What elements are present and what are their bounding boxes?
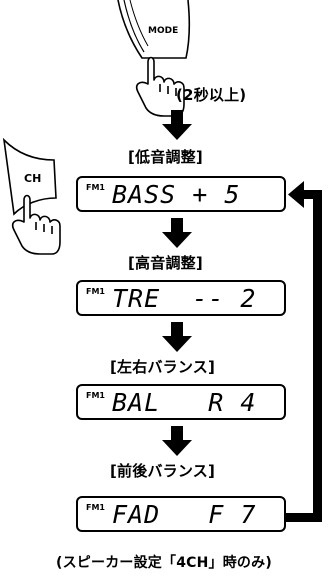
- fm-band-indicator: FM1: [86, 391, 105, 400]
- down-arrow-icon: [162, 426, 192, 456]
- ch-button: [2, 137, 57, 216]
- mode-button-label: MODE: [148, 26, 179, 36]
- lcd-readout: TRE -- 2: [112, 284, 257, 313]
- pressing-hand-icon: [11, 194, 61, 255]
- step-title-treble: [高音調整]: [128, 254, 203, 272]
- lcd-display-balance: FM1 BAL R 4: [76, 384, 286, 420]
- lcd-display-bass: FM1 BASS + 5: [76, 176, 286, 212]
- lcd-readout: BAL R 4: [112, 388, 257, 417]
- pressing-hand-icon: [135, 56, 185, 117]
- down-arrow-icon: [162, 218, 192, 248]
- lcd-readout: BASS + 5: [112, 180, 241, 209]
- step-title-balance: [左右バランス]: [110, 358, 216, 376]
- fm-band-indicator: FM1: [86, 183, 105, 192]
- hold-duration-note: (2秒以上): [176, 86, 247, 104]
- ch-button-label: CH: [24, 172, 42, 185]
- fm-band-indicator: FM1: [86, 287, 105, 296]
- down-arrow-icon: [162, 322, 192, 352]
- lcd-display-treble: FM1 TRE -- 2: [76, 280, 286, 316]
- return-loop-arrow: [286, 181, 322, 522]
- step-title-bass: [低音調整]: [128, 148, 203, 166]
- mode-button: [117, 0, 191, 59]
- down-arrow-icon: [162, 110, 192, 140]
- fm-band-indicator: FM1: [86, 503, 105, 512]
- lcd-readout: FAD F 7: [112, 500, 257, 529]
- footnote: (スピーカー設定「4CH」時のみ): [56, 555, 272, 571]
- step-title-fader: [前後バランス]: [110, 462, 216, 480]
- lcd-display-fader: FM1 FAD F 7: [76, 496, 286, 532]
